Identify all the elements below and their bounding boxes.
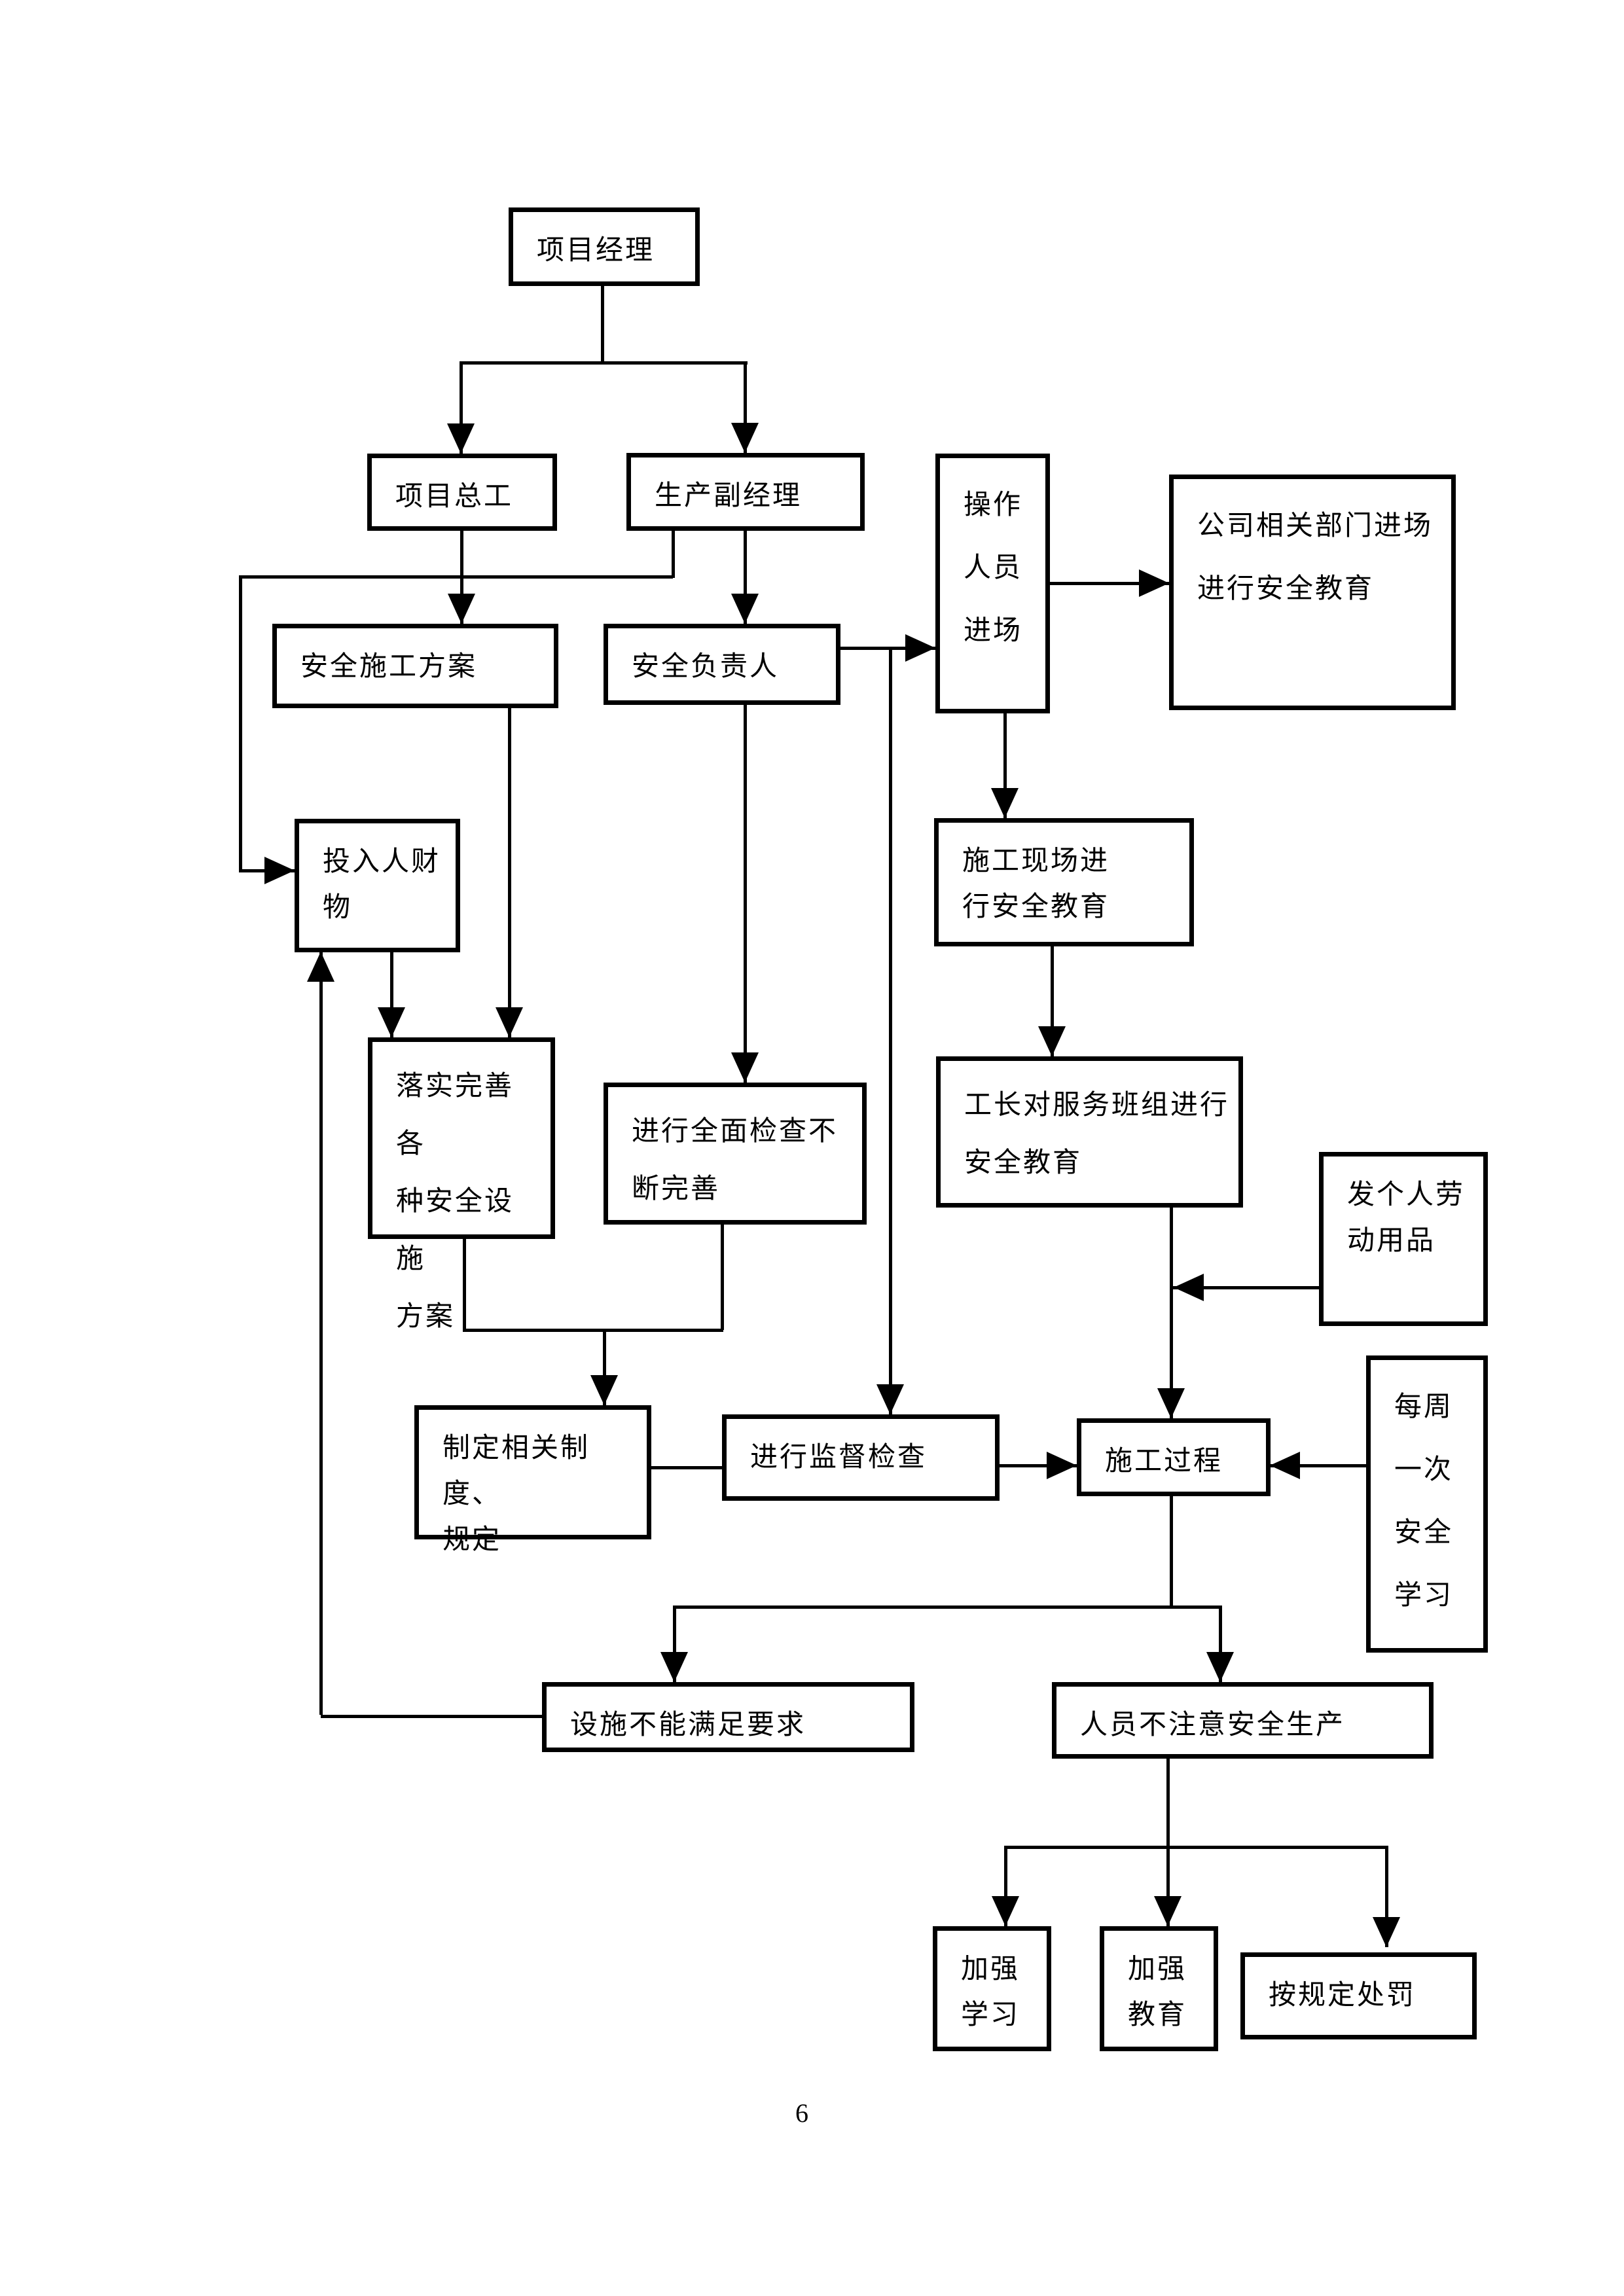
arrowhead-down	[731, 423, 759, 453]
connector-line	[1170, 1207, 1173, 1418]
arrowhead-down	[876, 1384, 904, 1414]
arrowhead-right	[1047, 1452, 1077, 1479]
arrowhead-up	[307, 952, 334, 982]
flow-node-site-safety-education: 施工现场进 行安全教育	[934, 818, 1194, 946]
flow-node-company-dept-education: 公司相关部门进场 进行安全教育	[1169, 475, 1456, 710]
arrowhead-down	[991, 788, 1019, 818]
flow-node-weekly-study: 每周 一次 安全 学习	[1366, 1355, 1488, 1653]
connector-line	[463, 1329, 723, 1332]
flow-node-supervision-inspection: 进行监督检查	[722, 1414, 1000, 1501]
flow-node-implement-facilities: 落实完善各 种安全设施 方案	[368, 1037, 555, 1332]
flow-node-project-manager: 项目经理	[509, 207, 700, 286]
connector-line	[603, 1329, 606, 1405]
arrowhead-down	[447, 423, 475, 454]
flow-node-safety-officer: 安全负责人	[604, 624, 840, 705]
arrowhead-down	[590, 1375, 618, 1405]
flow-node-safety-construction-plan: 安全施工方案	[272, 624, 558, 708]
connector-line	[651, 1466, 722, 1469]
arrowhead-down	[1373, 1917, 1400, 1947]
flow-node-invest-resources: 投入人财 物	[295, 819, 460, 952]
flow-node-chief-engineer: 项目总工	[367, 454, 557, 531]
connector-line	[744, 704, 747, 1083]
connector-line	[460, 361, 748, 365]
flow-node-personnel-unsafe: 人员不注意安全生产	[1052, 1682, 1434, 1759]
arrowhead-right	[264, 857, 295, 884]
arrowhead-down	[1154, 1896, 1182, 1926]
connector-line	[840, 647, 935, 650]
arrowhead-right	[905, 634, 935, 662]
connector-line	[1004, 1846, 1386, 1849]
page-number: 6	[795, 2098, 808, 2128]
flow-node-facilities-insufficient: 设施不能满足要求	[542, 1682, 914, 1752]
connector-line	[463, 1238, 466, 1330]
connector-line	[673, 1605, 676, 1682]
flow-node-establish-rules: 制定相关制度、 规定	[414, 1405, 651, 1555]
flow-node-deputy-production-manager: 生产副经理	[626, 453, 865, 531]
connector-line	[999, 1464, 1077, 1467]
connector-line	[460, 361, 463, 454]
connector-line	[1051, 946, 1054, 1056]
arrowhead-right	[1139, 569, 1169, 597]
connector-line	[1385, 1846, 1388, 1947]
connector-line	[1219, 1605, 1222, 1682]
connector-line	[1170, 1496, 1173, 1607]
connector-line	[239, 575, 242, 872]
connector-line	[1049, 582, 1169, 585]
arrowhead-down	[1038, 1026, 1066, 1056]
connector-line	[1172, 1286, 1319, 1289]
connector-line	[601, 285, 604, 364]
flow-node-punish-by-rules: 按规定处罚	[1240, 1952, 1477, 2039]
connector-line	[319, 952, 323, 1715]
connector-line	[508, 708, 511, 1037]
connector-line	[672, 530, 675, 578]
arrowhead-down	[448, 594, 475, 624]
connector-line	[744, 361, 747, 453]
arrowhead-down	[1157, 1388, 1185, 1418]
connector-line	[1270, 1464, 1366, 1467]
arrowhead-down	[1206, 1652, 1234, 1682]
connector-line	[1003, 713, 1007, 818]
connector-line	[390, 952, 393, 1037]
flow-node-strengthen-education: 加强 教育	[1100, 1926, 1218, 2051]
arrowhead-down	[731, 1052, 759, 1083]
flow-node-strengthen-study: 加强 学习	[933, 1926, 1051, 2051]
arrowhead-down	[496, 1007, 523, 1037]
connector-line	[744, 530, 747, 624]
arrowhead-down	[660, 1652, 688, 1682]
arrowhead-down	[992, 1896, 1019, 1926]
arrowhead-left	[1174, 1274, 1204, 1301]
arrowhead-left	[1270, 1452, 1300, 1479]
connector-line	[239, 575, 673, 579]
connector-line	[1166, 1846, 1170, 1926]
connector-line	[721, 1224, 724, 1330]
connector-line	[321, 1715, 542, 1718]
flow-node-foreman-education: 工长对服务班组进行 安全教育	[936, 1056, 1243, 1208]
connector-line	[673, 1605, 1220, 1609]
connector-line	[1004, 1846, 1007, 1926]
flow-node-personal-protection: 发个人劳 动用品	[1319, 1152, 1488, 1326]
connector-line	[889, 647, 892, 1416]
flow-node-full-inspection: 进行全面检查不 断完善	[604, 1083, 867, 1225]
flow-node-construction-process: 施工过程	[1077, 1418, 1271, 1496]
arrowhead-down	[731, 594, 759, 624]
connector-line	[1166, 1758, 1170, 1847]
flow-node-operators-enter: 操作 人员 进场	[935, 454, 1050, 713]
arrowhead-down	[378, 1007, 405, 1037]
